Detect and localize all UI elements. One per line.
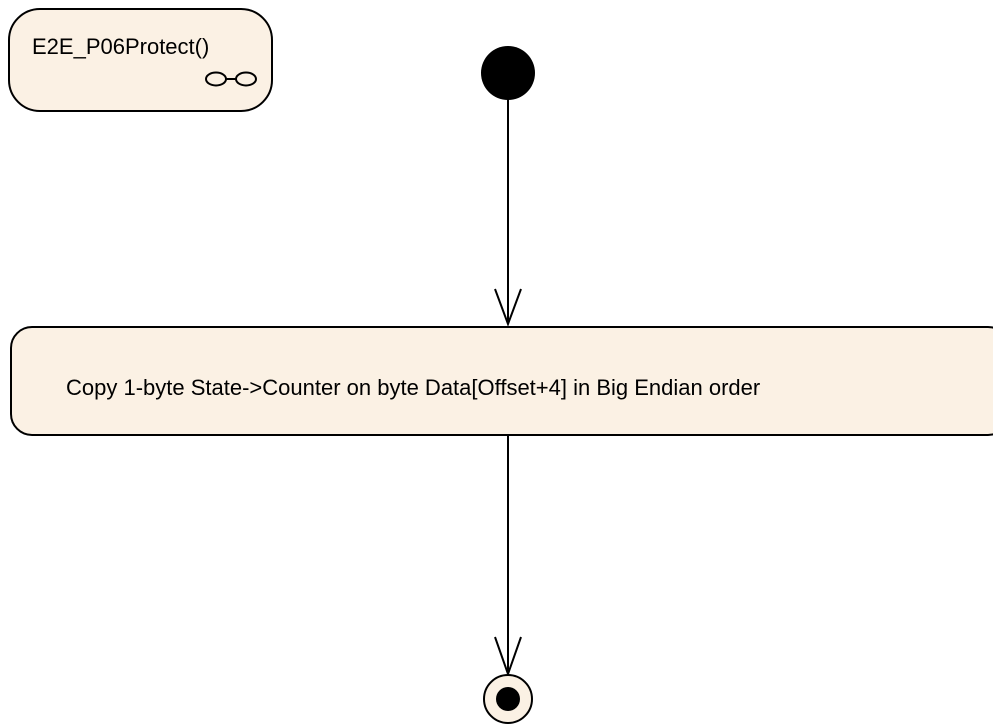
activity-frame: E2E_P06Protect() xyxy=(8,8,273,112)
activity-name: E2E_P06Protect() xyxy=(32,34,210,59)
action-node: Copy 1-byte State->Counter on byte Data[… xyxy=(10,326,993,436)
call-behavior-rake-icon xyxy=(202,68,260,95)
flow-arrowhead-1 xyxy=(494,288,522,327)
activity-final-node-core xyxy=(496,687,520,711)
initial-node-icon xyxy=(481,46,535,100)
action-label: Copy 1-byte State->Counter on byte Data[… xyxy=(66,375,761,400)
